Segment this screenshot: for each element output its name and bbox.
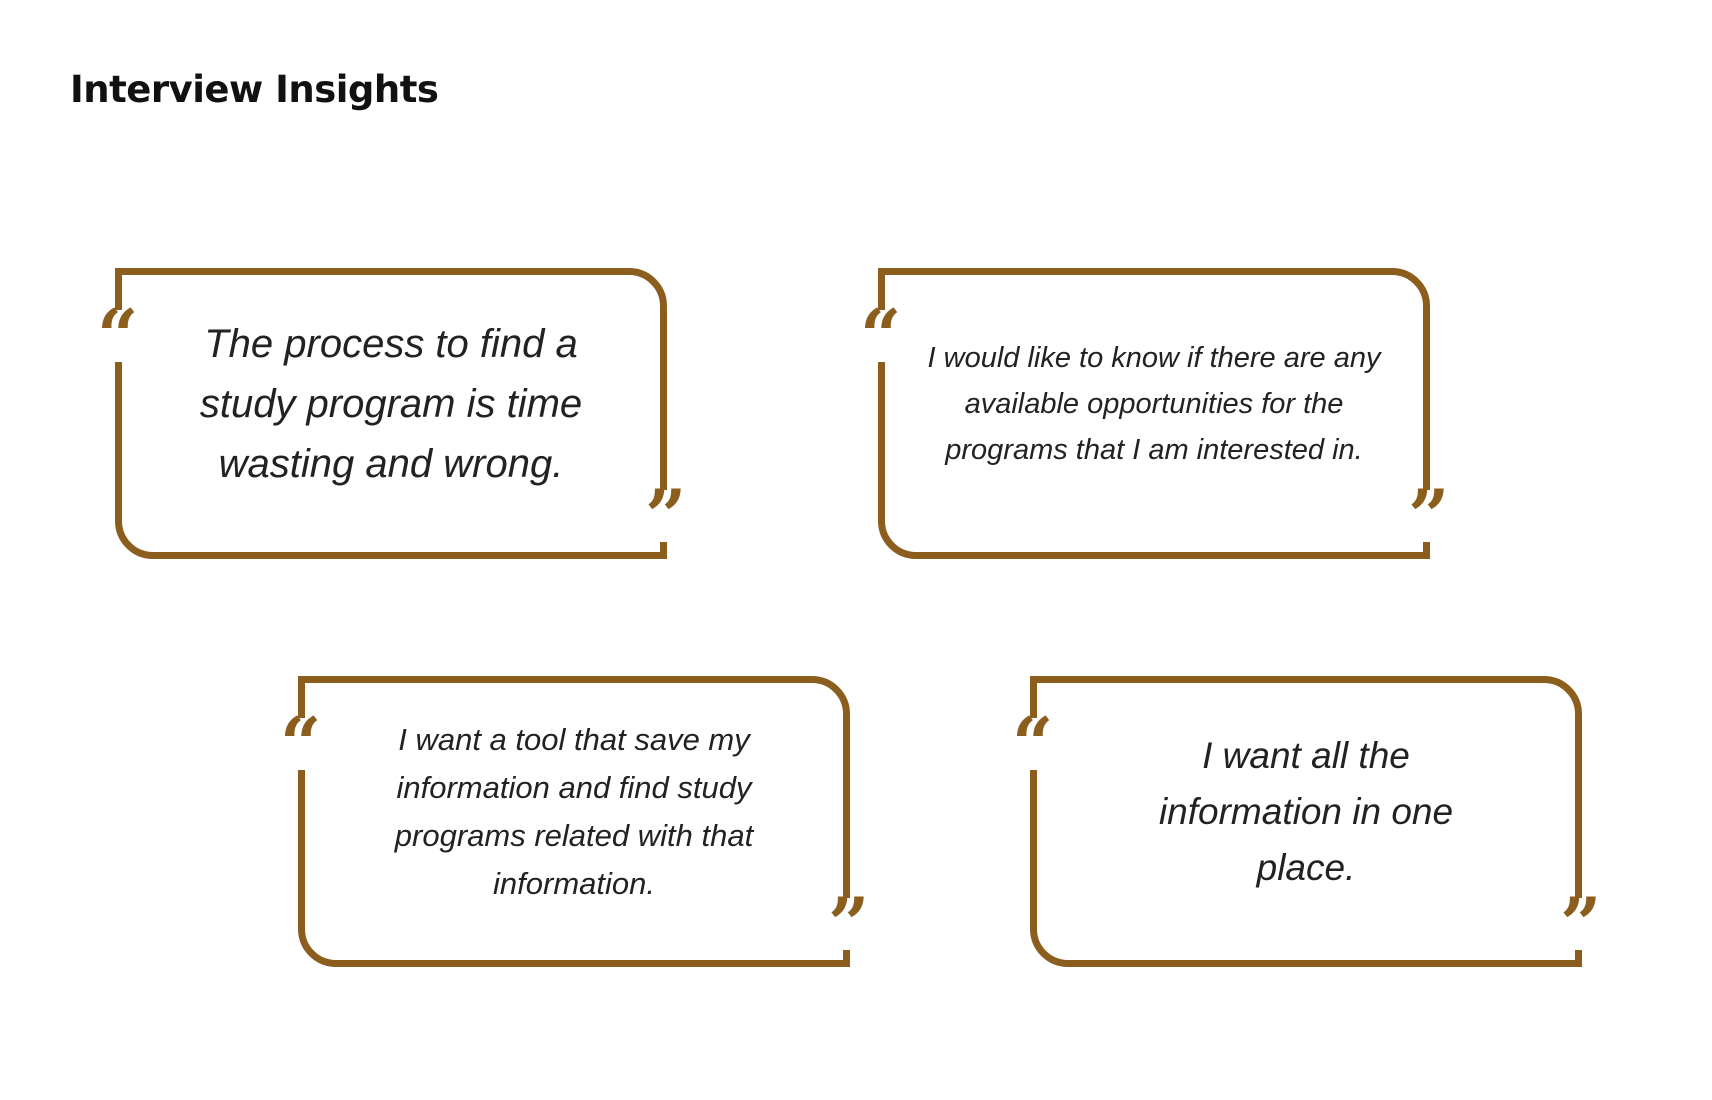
quote-text: I want all the information in one place.: [1158, 734, 1454, 888]
quote-text: The process to find a study program is t…: [199, 321, 583, 486]
open-quote-icon: “: [280, 701, 322, 786]
open-quote-icon: “: [1012, 701, 1054, 786]
open-quote-icon: “: [97, 293, 139, 378]
quote-card: “ I want all the information in one plac…: [1012, 676, 1601, 967]
close-quote-icon: ”: [645, 473, 687, 558]
quote-text: I would like to know if there are any av…: [927, 341, 1381, 466]
quote-card: “ I want a tool that save my information…: [280, 676, 869, 967]
close-quote-icon: ”: [1408, 473, 1450, 558]
close-quote-icon: ”: [1560, 881, 1602, 966]
quote-text: I want a tool that save my information a…: [394, 721, 754, 901]
close-quote-icon: ”: [828, 881, 870, 966]
quote-card: “ I would like to know if there are any …: [860, 268, 1449, 559]
open-quote-icon: “: [860, 293, 902, 378]
quote-card: “ The process to find a study program is…: [97, 268, 686, 559]
page-title: Interview Insights: [70, 68, 439, 111]
